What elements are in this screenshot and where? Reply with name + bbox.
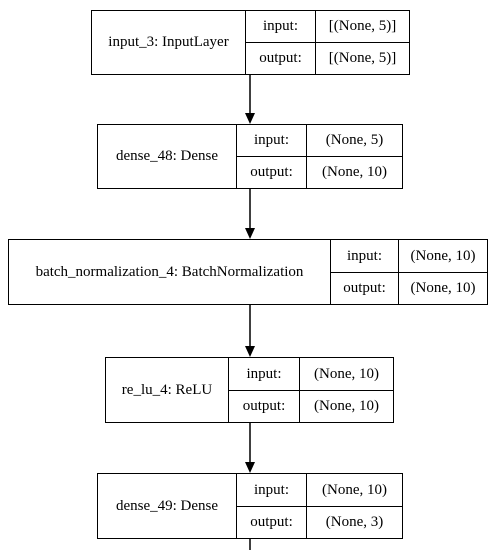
input-port-label: input: <box>228 357 300 391</box>
input-port-label: input: <box>245 10 316 43</box>
output-shape: (None, 10) <box>398 272 488 305</box>
output-shape: (None, 3) <box>306 506 403 539</box>
output-port-label: output: <box>236 506 307 539</box>
output-port-label: output: <box>228 390 300 423</box>
input-port-label: input: <box>330 239 399 273</box>
node-title: dense_48: Dense <box>97 124 237 189</box>
input-shape: (None, 10) <box>299 357 394 391</box>
input-shape: (None, 10) <box>398 239 488 273</box>
node-title: re_lu_4: ReLU <box>105 357 229 423</box>
output-shape: (None, 10) <box>299 390 394 423</box>
arrowhead-icon <box>245 113 255 124</box>
output-port-label: output: <box>330 272 399 305</box>
node-title: batch_normalization_4: BatchNormalizatio… <box>8 239 331 305</box>
arrowhead-icon <box>245 462 255 473</box>
input-shape: [(None, 5)] <box>315 10 410 43</box>
node-title: input_3: InputLayer <box>91 10 246 75</box>
output-port-label: output: <box>245 42 316 75</box>
input-port-label: input: <box>236 473 307 507</box>
input-port-label: input: <box>236 124 307 157</box>
input-shape: (None, 10) <box>306 473 403 507</box>
arrowhead-icon <box>245 228 255 239</box>
node-title: dense_49: Dense <box>97 473 237 539</box>
output-shape: [(None, 5)] <box>315 42 410 75</box>
arrowhead-icon <box>245 346 255 357</box>
input-shape: (None, 5) <box>306 124 403 157</box>
output-port-label: output: <box>236 156 307 189</box>
output-shape: (None, 10) <box>306 156 403 189</box>
